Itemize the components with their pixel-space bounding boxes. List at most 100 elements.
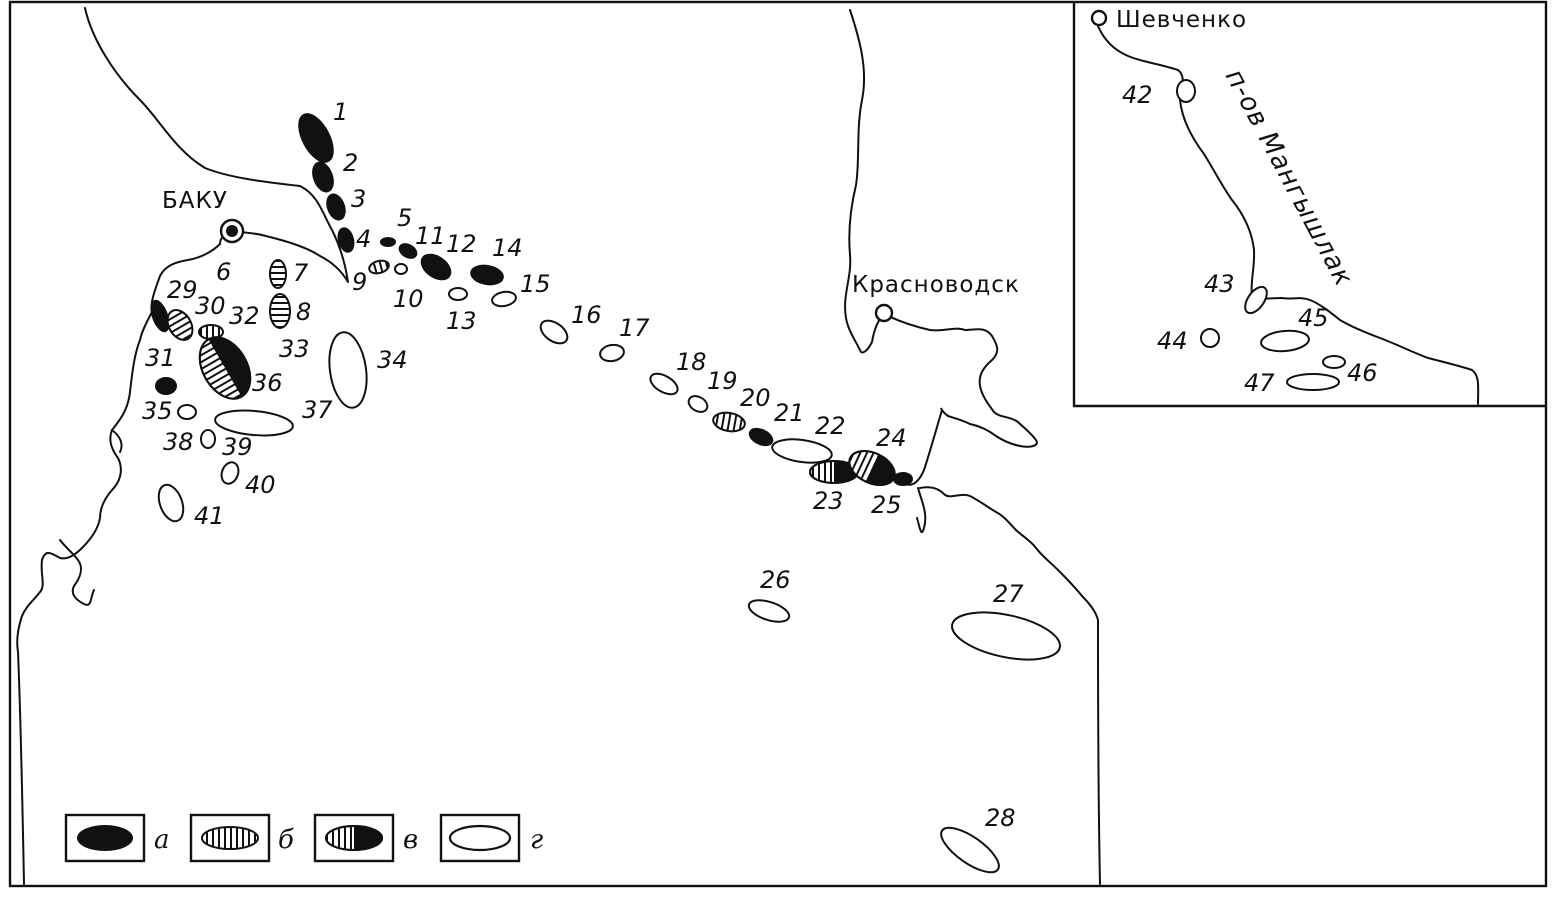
field-35-label: 35 [142, 397, 173, 425]
field-36-symbol[interactable] [189, 328, 260, 407]
field-21-symbol[interactable] [747, 426, 775, 449]
field-20-symbol[interactable] [712, 410, 747, 433]
field-2-label: 2 [343, 149, 358, 177]
field-43-label: 43 [1204, 270, 1235, 298]
map-frame [8, 0, 1548, 888]
field-38-label: 38 [163, 428, 194, 456]
field-18-symbol[interactable] [647, 370, 681, 399]
field-10-symbol[interactable] [394, 263, 408, 275]
field-43-symbol[interactable] [1241, 283, 1271, 317]
field-17-symbol[interactable] [599, 343, 625, 363]
field-14-symbol[interactable] [470, 263, 505, 286]
field-symbols [148, 79, 1346, 880]
field-16-symbol[interactable] [537, 316, 572, 348]
field-46-symbol[interactable] [1322, 355, 1346, 369]
field-45-symbol[interactable] [1260, 329, 1310, 353]
field-12-symbol[interactable] [417, 250, 455, 285]
field-5-symbol[interactable] [380, 237, 396, 247]
field-35-symbol[interactable] [177, 404, 197, 420]
field-28-symbol[interactable] [935, 820, 1006, 880]
field-10-label: 10 [393, 285, 424, 313]
field-41-symbol[interactable] [154, 481, 188, 524]
field-3-symbol[interactable] [324, 192, 348, 222]
city-krasnovodsk-label: Красноводск [852, 272, 1020, 298]
field-11-symbol[interactable] [397, 241, 419, 260]
peninsula-label: п-ов Мангышлак [1219, 64, 1359, 291]
field-7-symbol[interactable] [269, 259, 287, 289]
field-9-symbol[interactable] [368, 259, 390, 276]
field-23-symbol[interactable] [809, 460, 859, 484]
field-42-label: 42 [1122, 81, 1153, 109]
field-29-symbol[interactable] [148, 299, 172, 334]
field-31-label: 31 [145, 344, 176, 372]
field-17-label: 17 [619, 314, 650, 342]
legend: а б в г [64, 813, 543, 863]
field-15-label: 15 [520, 270, 551, 298]
coastline-absheron [16, 7, 349, 885]
field-26-symbol[interactable] [746, 596, 792, 626]
field-26-label: 26 [760, 566, 791, 594]
field-18-label: 18 [676, 348, 707, 376]
field-32-label: 32 [229, 302, 260, 330]
field-45-label: 45 [1298, 304, 1329, 332]
field-3-label: 3 [351, 185, 366, 213]
field-25-symbol[interactable] [893, 472, 913, 486]
field-36-label: 36 [252, 369, 283, 397]
field-13-symbol[interactable] [448, 287, 468, 301]
field-37-symbol[interactable] [214, 408, 294, 439]
field-42-symbol[interactable] [1176, 79, 1196, 103]
coastline-lenkoran-detail [59, 539, 95, 606]
field-37-label: 37 [302, 396, 333, 424]
field-38-symbol[interactable] [200, 429, 216, 449]
city-baku[interactable]: БАКУ [162, 188, 245, 244]
field-8-symbol[interactable] [269, 293, 291, 329]
field-4-label: 4 [356, 225, 371, 253]
field-8-label: 8 [296, 298, 311, 326]
field-22-symbol[interactable] [771, 436, 833, 466]
field-24-label: 24 [876, 424, 907, 452]
field-44-symbol[interactable] [1200, 328, 1220, 348]
field-30-symbol[interactable] [162, 306, 197, 345]
field-33-label: 33 [279, 335, 310, 363]
field-34-label: 34 [377, 346, 408, 374]
legend-item-oil-gas[interactable]: в [313, 813, 418, 863]
field-23-label: 23 [813, 487, 844, 515]
field-24-symbol[interactable] [844, 444, 900, 491]
field-2-symbol[interactable] [309, 160, 336, 194]
field-1-label: 1 [333, 98, 348, 126]
field-13-label: 13 [446, 307, 477, 335]
field-21-label: 21 [774, 399, 805, 427]
field-1-symbol[interactable] [292, 109, 339, 167]
city-shevchenko-label: Шевченко [1116, 7, 1247, 33]
field-4-symbol[interactable] [336, 227, 356, 254]
field-30-label: 30 [195, 292, 226, 320]
coastline-krasnovodsk [844, 9, 1038, 486]
field-34-symbol[interactable] [325, 330, 371, 410]
field-15-symbol[interactable] [491, 290, 517, 308]
field-27-symbol[interactable] [948, 604, 1064, 668]
legend-label-v: в [403, 825, 418, 855]
field-9-label: 9 [352, 268, 367, 296]
coastline-turkmen-south [919, 486, 1101, 885]
field-46-label: 46 [1347, 359, 1378, 387]
legend-item-structure[interactable]: г [439, 813, 543, 863]
coastline-cheleken [916, 487, 927, 534]
field-19-symbol[interactable] [686, 393, 710, 415]
legend-item-oil[interactable]: а [64, 813, 170, 863]
field-40-label: 40 [245, 471, 276, 499]
legend-label-b: б [278, 825, 294, 855]
city-krasnovodsk[interactable]: Красноводск [852, 272, 1020, 323]
city-shevchenko[interactable]: Шевченко [1090, 7, 1247, 33]
field-20-label: 20 [740, 384, 771, 412]
legend-item-gas[interactable]: б [189, 813, 294, 863]
field-40-symbol[interactable] [219, 460, 242, 486]
field-labels: 1 2 3 4 5 6 7 8 9 10 11 12 13 14 15 16 1… [142, 81, 1378, 832]
coastline-absheron-detail [111, 429, 123, 453]
field-44-label: 44 [1157, 327, 1188, 355]
field-31-symbol[interactable] [155, 377, 177, 395]
field-47-symbol[interactable] [1286, 373, 1340, 391]
field-5-label: 5 [397, 204, 412, 232]
field-12-label: 12 [446, 230, 477, 258]
legend-label-g: г [530, 825, 543, 855]
